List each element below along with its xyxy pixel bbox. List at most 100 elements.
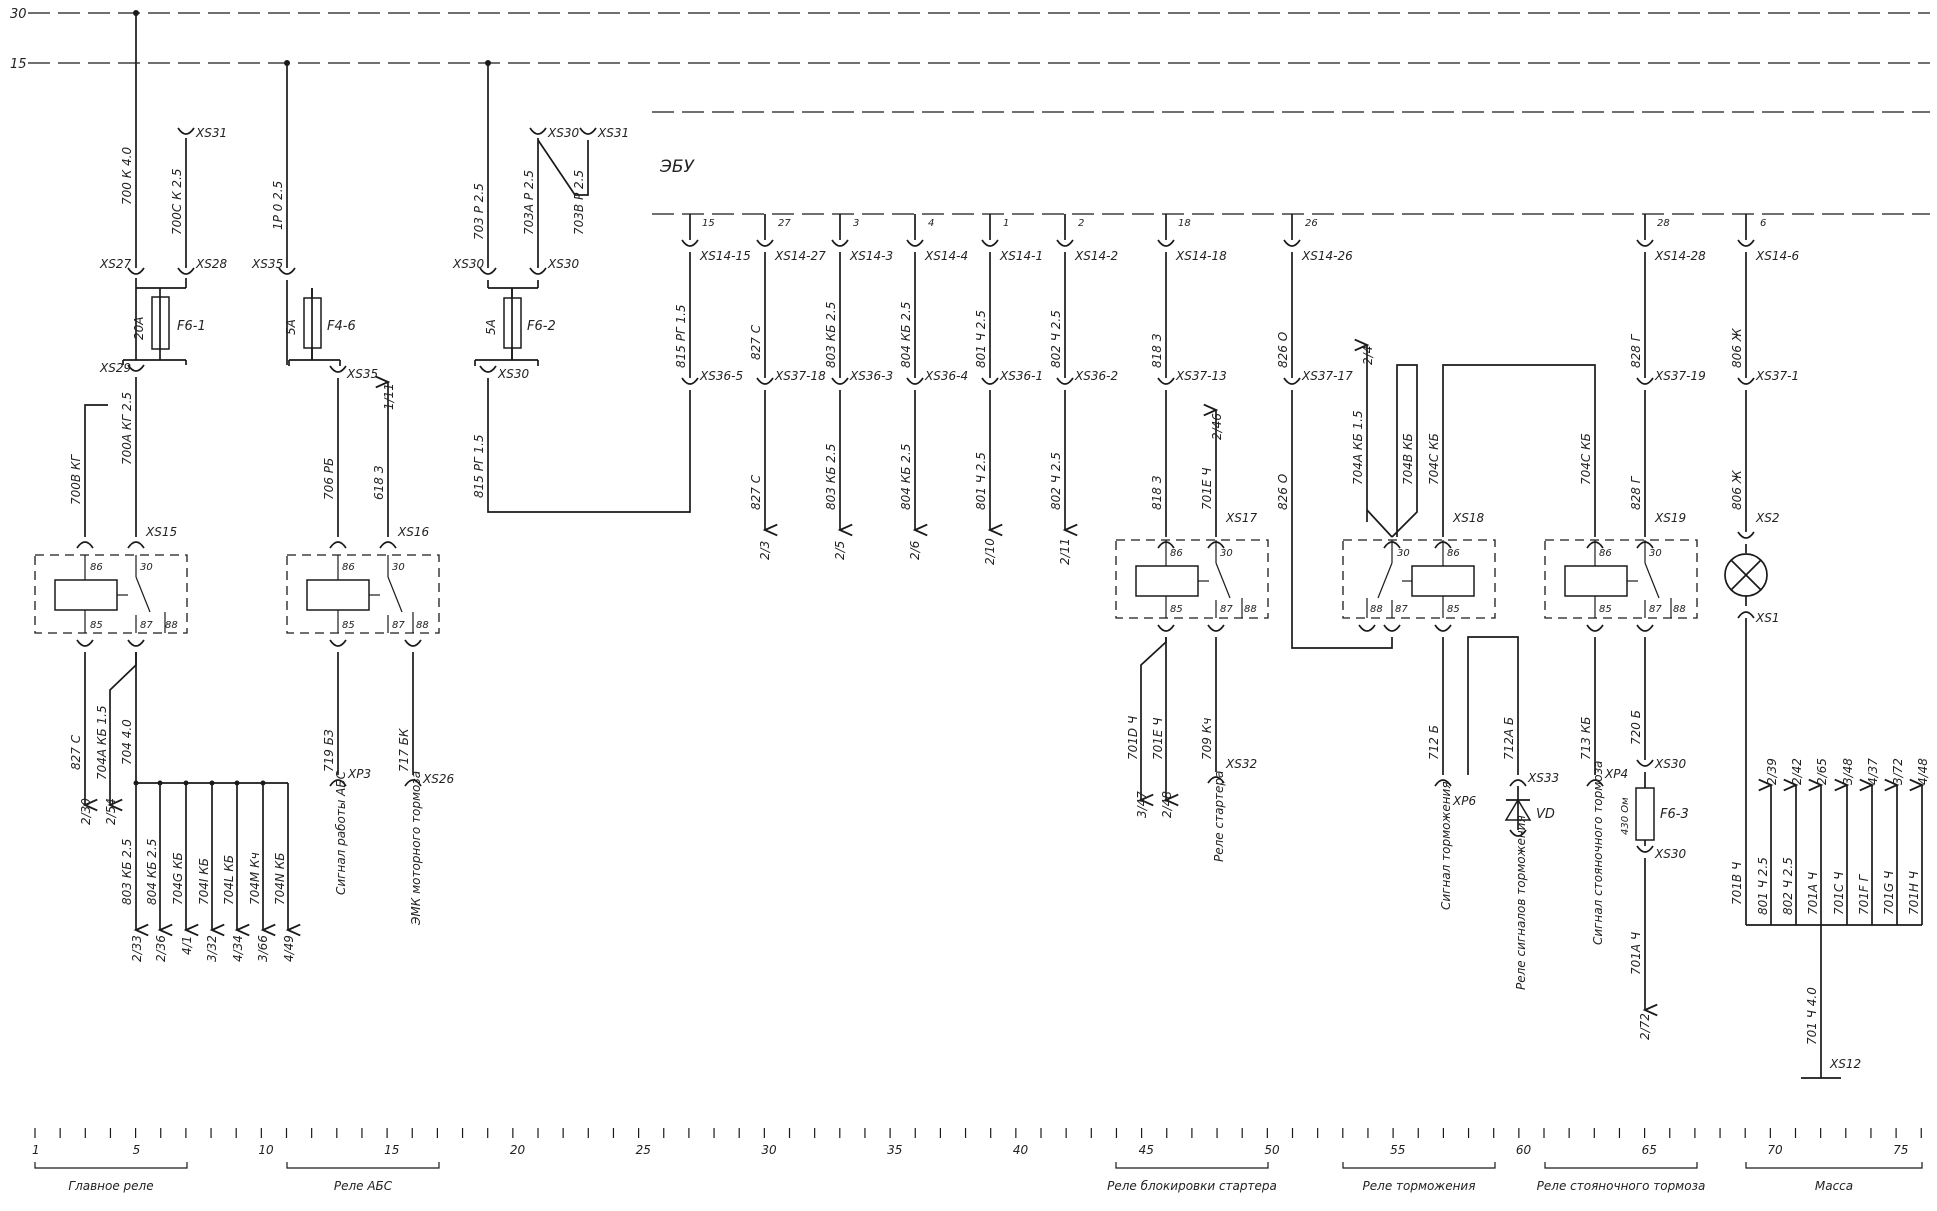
reference: 3/32 (205, 935, 219, 962)
resistance-label: 430 Ом (1620, 797, 1631, 835)
reference: 4/1 (180, 936, 194, 955)
wire-label: 701В Ч (1730, 862, 1744, 905)
connector-label: XS14-2 (1074, 249, 1118, 263)
brake-relay-section: 26 XS14-26 826 О XS37-17 826 О 2/4 704А … (1276, 214, 1596, 990)
wire-label: 701E Ч (1200, 467, 1214, 510)
ruler-number: 65 (1642, 1143, 1657, 1157)
section-bracket (1115, 1162, 1269, 1169)
pin-label: 30 (392, 562, 405, 573)
wire-label: 704G КБ (171, 852, 185, 905)
wire-label: 804 КБ 2.5 (899, 444, 913, 510)
connector-label: XS31 (195, 126, 227, 140)
pin-number: 26 (1305, 218, 1318, 229)
wire-label: 701H Ч (1907, 871, 1921, 915)
wire-label: 700А КГ 2.5 (120, 392, 134, 465)
wire-label: 704N КБ (273, 853, 287, 905)
ecu-output-27: 27 XS14-27 827 С XS37-18 827 С 2/3 (749, 214, 826, 560)
connector-label: XS12 (1829, 1057, 1861, 1071)
wire-label: 801 Ч 2.5 (1756, 857, 1770, 915)
reference: 2/33 (130, 935, 144, 962)
connector-label: XS29 (99, 361, 131, 375)
pin-label: 87 (140, 620, 153, 631)
wire-label: 803 КБ 2.5 (120, 839, 134, 905)
pin-number: 6 (1760, 218, 1766, 229)
pin-label: 85 (1599, 604, 1612, 615)
pin-number: 2 (1078, 218, 1084, 229)
pin-label: 86 (1170, 548, 1183, 559)
connector-label: XS36-4 (924, 369, 968, 383)
pin-label: 88 (1370, 604, 1383, 615)
wire-label: 719 БЗ (322, 729, 336, 772)
pin-label: 85 (1170, 604, 1183, 615)
ecu-output-1: 1 XS14-1 801 Ч 2.5 XS36-1 801 Ч 2.5 2/10 (974, 214, 1043, 565)
reference: 4/37 (1866, 758, 1880, 785)
wire-label: 704С КБ (1427, 433, 1441, 485)
wire-label: 704I КБ (197, 858, 211, 905)
wire-label: 704А КБ 1.5 (95, 705, 109, 780)
connector-label: XS14-3 (849, 249, 893, 263)
connector-label: XS28 (195, 257, 227, 271)
ecu-output-3: 3 XS14-3 803 КБ 2.5 XS36-3 803 КБ 2.5 2/… (824, 214, 893, 560)
fuse-label: F6-2 (527, 319, 556, 334)
connector-label: XS37-13 (1175, 369, 1227, 383)
warning-lamp-icon (1724, 553, 1768, 597)
section-label: Главное реле (68, 1179, 153, 1193)
ruler-number: 70 (1767, 1143, 1783, 1157)
parking-brake-relay-section: 28 XS14-28 828 Г XS37-19 828 Г 704С КБ X… (1544, 214, 1706, 1040)
reference: 2/4 (1361, 346, 1375, 365)
pin-label: 85 (90, 620, 103, 631)
abs-relay-section: 1Р 0 2.5 XS35 5A F4-6 XS35 706 РБ 1/11 6… (251, 60, 454, 926)
connector-label: XS1 (1755, 611, 1779, 625)
ruler-number: 30 (761, 1143, 777, 1157)
ruler-number: 75 (1893, 1143, 1908, 1157)
wire-label: 703 Р 2.5 (472, 183, 486, 240)
wire-label: 704А КБ 1.5 (1351, 410, 1365, 485)
ruler-number: 10 (258, 1143, 274, 1157)
fuse-label: F6-1 (177, 319, 206, 334)
wire-label: 706 РБ (322, 458, 336, 500)
connector-label: XS31 (597, 126, 629, 140)
connector-label: XS14-15 (699, 249, 751, 263)
ruler-number: 50 (1264, 1143, 1280, 1157)
wire-label: 701 Ч 4.0 (1805, 987, 1819, 1045)
connector-label: XP4 (1604, 767, 1628, 781)
wire-label: 703А Р 2.5 (522, 170, 536, 235)
pin-label: 87 (1395, 604, 1408, 615)
reference: 3/72 (1891, 758, 1905, 785)
reference: 2/6 (908, 540, 922, 560)
pin-label: 85 (342, 620, 355, 631)
wire-label: 720 Б (1629, 710, 1643, 745)
connector-label: XP6 (1452, 794, 1476, 808)
connector-label: XS37-17 (1301, 369, 1353, 383)
main-relay-section: 700 К 4.0 XS27 XS31 700С К 2.5 XS28 20A … (34, 10, 301, 962)
connector-label: XS14-28 (1654, 249, 1706, 263)
connector-label: XS35 (346, 367, 378, 381)
reference: 2/5 (833, 541, 847, 560)
ruler-number: 25 (636, 1143, 651, 1157)
wire-label: 804 КБ 2.5 (145, 839, 159, 905)
ruler-number: 5 (133, 1143, 141, 1157)
rail-15: 15 (10, 57, 1930, 72)
ecu-output-2: 2 XS14-2 802 Ч 2.5 XS36-2 802 Ч 2.5 2/11 (1049, 214, 1118, 565)
section-label: Реле торможения (1363, 1179, 1476, 1193)
wire-label: 802 Ч 2.5 (1049, 452, 1063, 510)
signal-label: Сигнал стояночного тормоза (1591, 761, 1605, 945)
ecu-label: ЭБУ (659, 157, 696, 177)
ruler-number: 55 (1390, 1143, 1405, 1157)
section-bracket (1342, 1162, 1496, 1169)
section-bracket (1745, 1162, 1923, 1169)
signal-label: Реле стартера (1212, 771, 1226, 862)
wire-label: 803 КБ 2.5 (824, 302, 838, 368)
connector-label: XS2 (1755, 511, 1779, 525)
pin-label: 30 (1220, 548, 1233, 559)
connector-label: XS36-2 (1074, 369, 1118, 383)
wire-label: 709 Кч (1200, 718, 1214, 760)
connector-label: XS14-6 (1755, 249, 1799, 263)
relay-coil (1564, 565, 1628, 597)
connector-label: XS14-18 (1175, 249, 1227, 263)
wire-label: 703В Р 2.5 (572, 170, 586, 235)
pin-label: 86 (1599, 548, 1612, 559)
pin-label: 87 (392, 620, 405, 631)
